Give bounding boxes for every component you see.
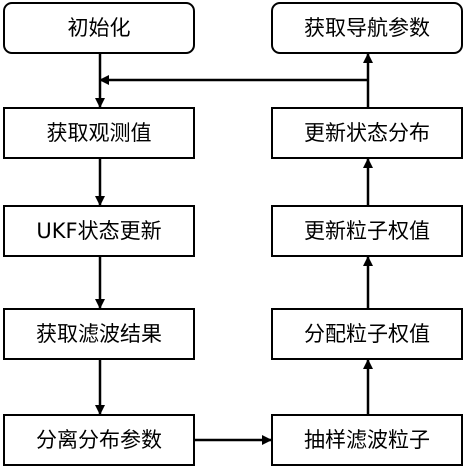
node-ukf-update-label: UKF状态更新	[36, 218, 162, 243]
node-split-distribution-label: 分离分布参数	[36, 427, 162, 452]
node-sample-particles-label: 抽样滤波粒子	[304, 427, 430, 452]
node-init-label: 初始化	[67, 15, 131, 40]
node-init: 初始化	[3, 2, 195, 54]
node-sample-particles: 抽样滤波粒子	[271, 414, 463, 466]
node-get-filter-result: 获取滤波结果	[3, 308, 195, 360]
node-ukf-update: UKF状态更新	[3, 205, 195, 257]
node-get-observation: 获取观测值	[3, 107, 195, 159]
node-split-distribution: 分离分布参数	[3, 414, 195, 466]
node-get-observation-label: 获取观测值	[46, 120, 152, 145]
node-update-distribution-label: 更新状态分布	[304, 120, 430, 145]
node-get-filter-result-label: 获取滤波结果	[36, 321, 162, 346]
node-assign-weights-label: 分配粒子权值	[304, 321, 430, 346]
node-get-navigation: 获取导航参数	[271, 2, 463, 54]
node-get-navigation-label: 获取导航参数	[304, 15, 430, 40]
node-update-distribution: 更新状态分布	[271, 107, 463, 159]
node-update-weights-label: 更新粒子权值	[304, 218, 430, 243]
node-update-weights: 更新粒子权值	[271, 205, 463, 257]
node-assign-weights: 分配粒子权值	[271, 308, 463, 360]
